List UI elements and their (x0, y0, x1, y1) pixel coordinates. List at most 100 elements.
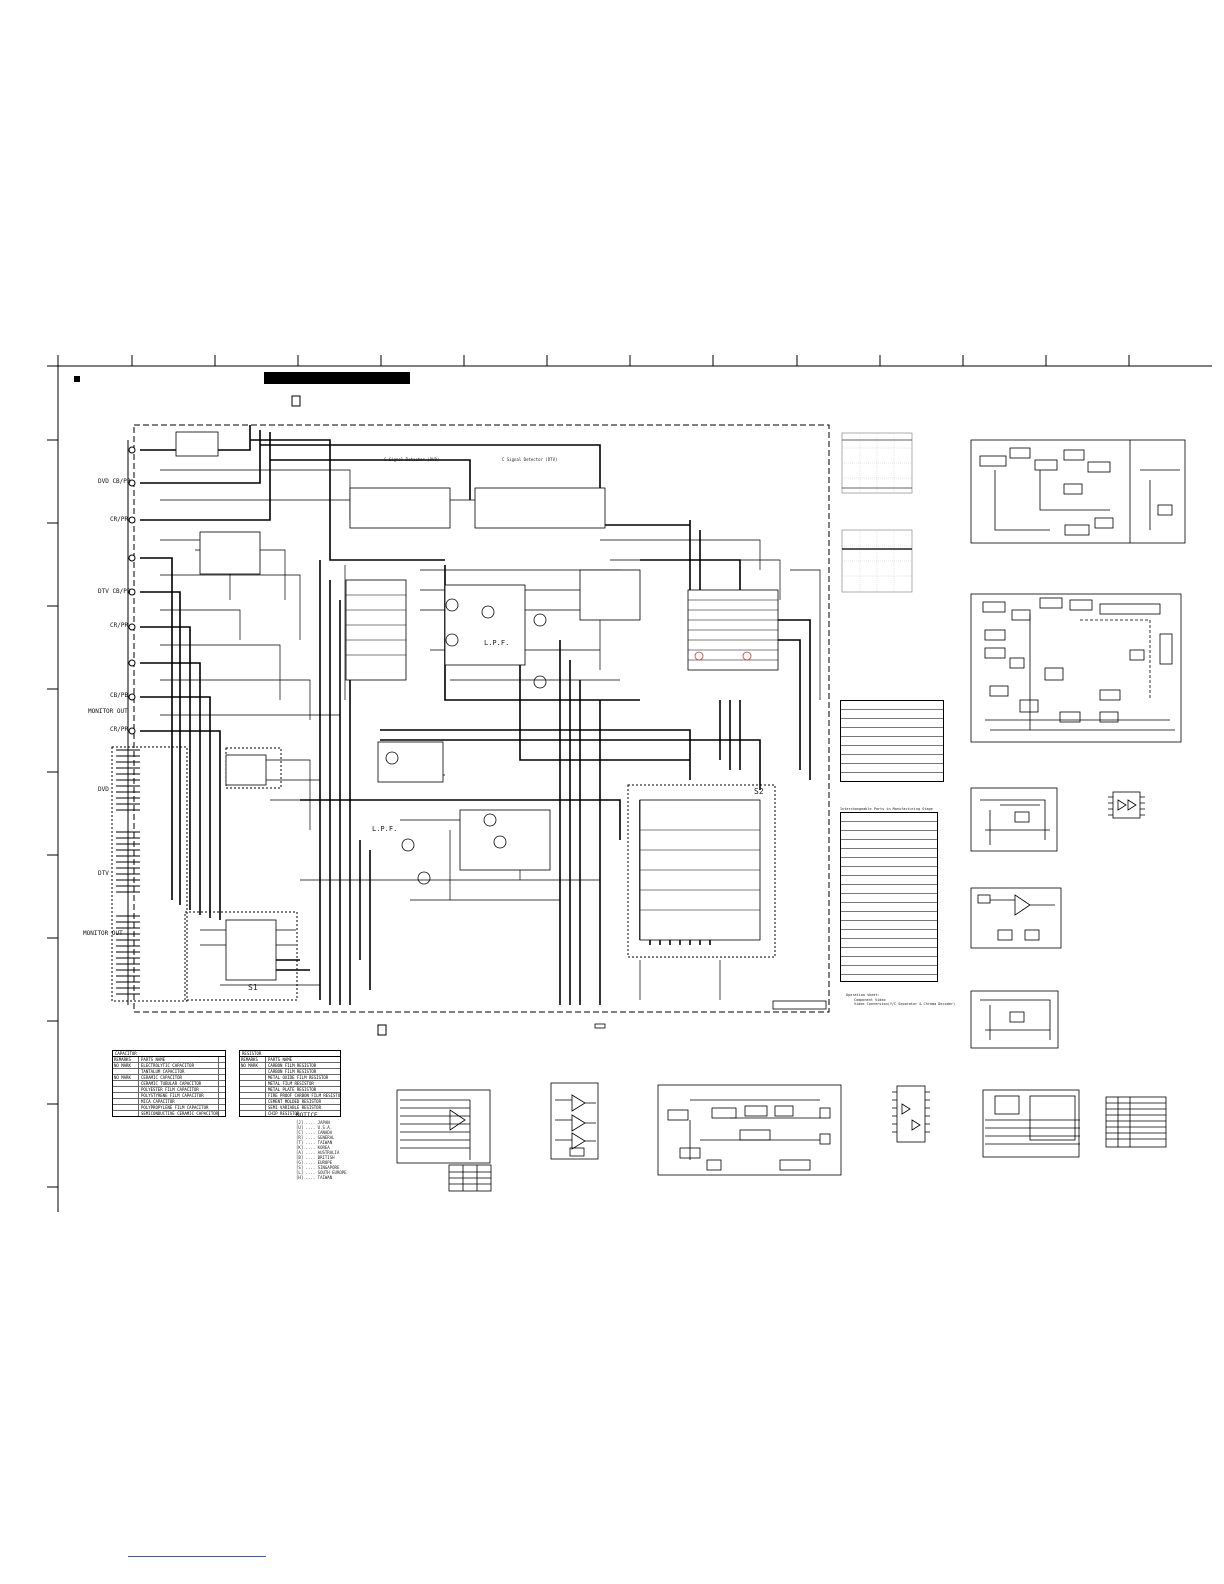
notice-line: [C] .... CANADA (296, 1130, 333, 1135)
res-row-2-mark (240, 1069, 266, 1074)
cap-row-5-name: POLYESTER FILM CAPACITOR (141, 1087, 199, 1092)
operation-notes: Operation sheet: Component Video Video C… (846, 993, 955, 1007)
test-points (694, 651, 752, 661)
cap-row-0-name: PARTS NAME (141, 1057, 166, 1062)
block-label-lpf-1: L.P.F. (484, 639, 510, 647)
board-label-box (772, 1000, 827, 1010)
cap-row-9-mark (113, 1111, 139, 1116)
jack-label-dtv-cb-pb: DTV CB/PB (98, 588, 131, 595)
notice-line: [J] .... JAPAN (296, 1120, 330, 1125)
cap-row-6-name: POLYSTYRENE FILM CAPACITOR (141, 1093, 204, 1098)
res-row-1-mark: NO MARK (240, 1063, 266, 1068)
connector-label-dvd: DVD (98, 786, 109, 793)
ic-block-diagram-2 (970, 593, 1182, 743)
res-row-8-name: SEMI VARIABLE RESISTOR (268, 1105, 321, 1110)
res-row-7-name: CEMENT MOLDED RESISTOR (268, 1099, 321, 1104)
cap-row-1-mark: NO MARK (113, 1063, 139, 1068)
block-label-s2: S2 (754, 787, 764, 796)
cap-row-3-mark: NO MARK (113, 1075, 139, 1080)
cap-row-8-name: POLYPROPYLENE FILM CAPACITOR (141, 1105, 209, 1110)
res-row-6-name: FIRE PROOF CARBON FILM RESISTOR (268, 1093, 340, 1098)
cap-row-9-name: SEMICONDUCTIVE CERAMIC CAPACITOR (141, 1111, 218, 1116)
page-marker-icon-2 (377, 1024, 387, 1036)
output-switch-ic (225, 919, 277, 981)
operation-note-line: Video Conversion(Y/C Separator & Chroma … (854, 1002, 956, 1006)
transistors (385, 598, 547, 885)
cap-row-5-mark (113, 1087, 139, 1092)
cap-row-8-mark (113, 1105, 139, 1110)
cap-row-4-mark (113, 1081, 139, 1086)
ic-bottom-diagram-1 (396, 1089, 492, 1192)
cap-row-3-name: CERAMIC CAPACITOR (141, 1075, 182, 1080)
cap-row-7-name: MICA CAPACITOR (141, 1099, 175, 1104)
notice-line: [S] .... SINGAPORE (296, 1165, 340, 1170)
ic-bottom-diagram-2 (550, 1082, 599, 1160)
lpf-ic (345, 579, 407, 681)
jack-label-dvd-cb-pb: DVD CB/PB (98, 478, 131, 485)
lpf-network-1 (444, 584, 526, 666)
notice-line: [T] .... TAIWAN (296, 1140, 333, 1145)
notice-line: [K] .... KOREA (296, 1145, 330, 1150)
ic-bottom-pinout (892, 1085, 930, 1143)
section-title-bar (264, 372, 410, 384)
notice-line: [R] .... GENERAL (296, 1135, 335, 1140)
waveform-panel-2 (841, 529, 913, 593)
ic-bottom-table (1105, 1096, 1167, 1148)
buffer-ic (225, 754, 267, 786)
interchangeable-parts-title: Interchangeable Parts in Manufacturing S… (840, 807, 933, 811)
notice-line: [A] .... AUSTRALIA (296, 1150, 340, 1155)
cap-row-7-mark (113, 1099, 139, 1104)
jack-label-monitor-out: MONITOR OUT (88, 708, 128, 715)
operation-note-line: Component Video (854, 997, 886, 1002)
ic-block-diagram-3 (970, 787, 1058, 852)
res-row-9-name: CHIP RESISTOR (268, 1111, 300, 1116)
ic-pinout-1 (1108, 791, 1145, 819)
pin-hatching (346, 594, 778, 911)
footer-link-underline[interactable] (128, 1556, 266, 1557)
notice-title: NOTICE (296, 1112, 318, 1119)
res-row-5-mark (240, 1087, 266, 1092)
res-row-1-name: CARBON FILM RESISTOR (268, 1063, 317, 1068)
notice-line: [U] .... U.S.A. (296, 1125, 333, 1130)
cap-row-2-mark (113, 1069, 139, 1074)
operation-note-line: Operation sheet: (846, 993, 880, 997)
cap-row-4-name: CERAMIC TUBULAR CAPACITOR (141, 1081, 202, 1086)
jack-terminals (128, 446, 136, 735)
ic-block-diagram-5 (970, 990, 1059, 1049)
jack-label-cb-pb: CB/PB (110, 692, 129, 699)
sync-detector-dtv-block (474, 487, 606, 529)
jack-column (116, 440, 140, 1005)
jack-label-cr-pr-1: CR/PR (110, 516, 129, 523)
transistor-table (840, 700, 944, 782)
switch-truth-table (175, 431, 219, 457)
waveform-panel-1 (841, 432, 913, 494)
ic-block-diagram-1 (970, 439, 1186, 544)
block-label-sync-detector-dtv: C Signal Detector (DTV) (502, 457, 558, 462)
jack-label-cr-pr-2: CR/PR (110, 622, 129, 629)
res-row-9-mark (240, 1111, 266, 1116)
notice-line: [H] .... TAIWAN (296, 1175, 333, 1180)
dvd-dtv-connector-block (111, 746, 188, 1002)
buffer-amp-ic (377, 741, 444, 783)
res-row-3-name: METAL OXIDE FILM RESISTOR (268, 1075, 329, 1080)
res-row-4-name: METAL FILM RESISTOR (268, 1081, 314, 1086)
frame-row-ticks (47, 439, 58, 1188)
connector-pins-dtv (116, 831, 140, 893)
small-label-box (594, 1023, 606, 1029)
ic-bottom-diagram-3 (657, 1084, 842, 1176)
section-bullet (74, 376, 80, 382)
sync-detector-dvd-block (349, 487, 451, 529)
component-blocks (175, 431, 827, 1029)
capacitor-legend-title: CAPACITOR (115, 1051, 137, 1056)
interchangeable-parts-table (840, 812, 938, 982)
res-row-0-mark: REMARKS (240, 1057, 266, 1062)
res-row-5-name: METAL PLATE RESISTOR (268, 1087, 317, 1092)
block-label-lpf-2: L.P.F. (372, 825, 398, 833)
notice-line: [G] .... EUROPE (296, 1160, 333, 1165)
switch-block-s2 (627, 784, 776, 958)
jack-label-cr-pr-3: CR/PR (110, 726, 129, 733)
res-row-7-mark (240, 1099, 266, 1104)
